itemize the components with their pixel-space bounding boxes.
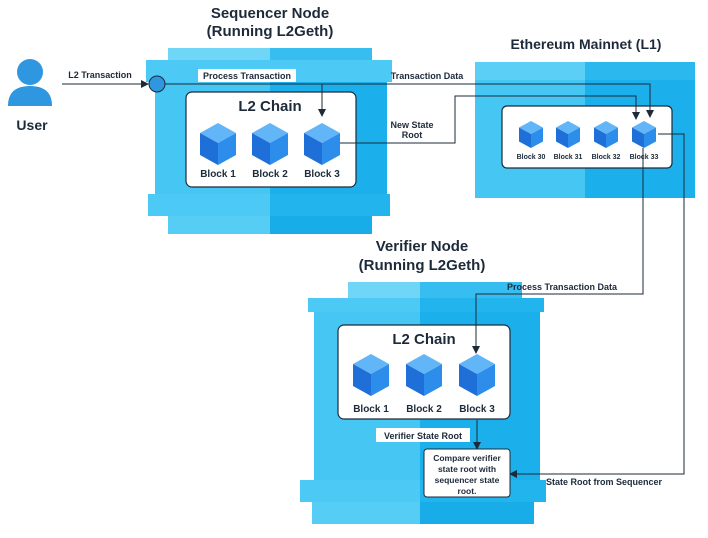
connectors [62, 80, 685, 478]
verifier-title-line2: (Running L2Geth) [359, 257, 486, 274]
user-label: User [16, 117, 48, 133]
verifier-state-root-label: Verifier State Root [384, 431, 462, 441]
sequencer-title-line1: Sequencer Node [211, 5, 329, 22]
compare-line-3: sequencer state [435, 475, 500, 485]
verifier-block-1-label: Block 1 [353, 404, 389, 415]
compare-state-root-box [423, 448, 511, 498]
sequencer-block-1-label: Block 1 [200, 169, 236, 180]
process-transaction-label: Process Transaction [203, 71, 291, 81]
ethereum-blocks-panel [501, 105, 673, 169]
eth-block-32-label: Block 32 [592, 154, 621, 161]
sequencer-block-2-label: Block 2 [252, 169, 288, 180]
sequencer-chain-title: L2 Chain [238, 98, 301, 115]
new-state-root-label-line2: Root [402, 130, 423, 140]
sequencer-title-line2: (Running L2Geth) [207, 23, 334, 40]
verifier-chain-title: L2 Chain [392, 331, 455, 348]
verifier-state-root-badge [376, 428, 470, 442]
transaction-data-label: Transaction Data [391, 71, 465, 81]
eth-block-33-label: Block 33 [630, 154, 659, 161]
eth-block-30-label: Block 30 [517, 154, 546, 161]
new-state-root-label-line1: New State [390, 120, 433, 130]
state-root-from-sequencer-label: State Root from Sequencer [546, 477, 663, 487]
process-transaction-data-label: Process Transaction Data [507, 282, 618, 292]
process-transaction-bg [198, 69, 296, 82]
sequencer-entry-dot [148, 75, 166, 93]
verifier-block-3-label: Block 3 [459, 404, 495, 415]
verifier-block-2-label: Block 2 [406, 404, 442, 415]
compare-line-4: root. [458, 486, 477, 496]
eth-block-31-label: Block 31 [554, 154, 583, 161]
user-icon [8, 59, 52, 106]
l2-transaction-label: L2 Transaction [68, 70, 132, 80]
ethereum-title: Ethereum Mainnet (L1) [511, 36, 662, 52]
sequencer-block-3-label: Block 3 [304, 169, 340, 180]
compare-line-2: state root with [438, 464, 496, 474]
verifier-title-line1: Verifier Node [376, 238, 469, 255]
compare-line-1: Compare verifier [433, 453, 501, 463]
